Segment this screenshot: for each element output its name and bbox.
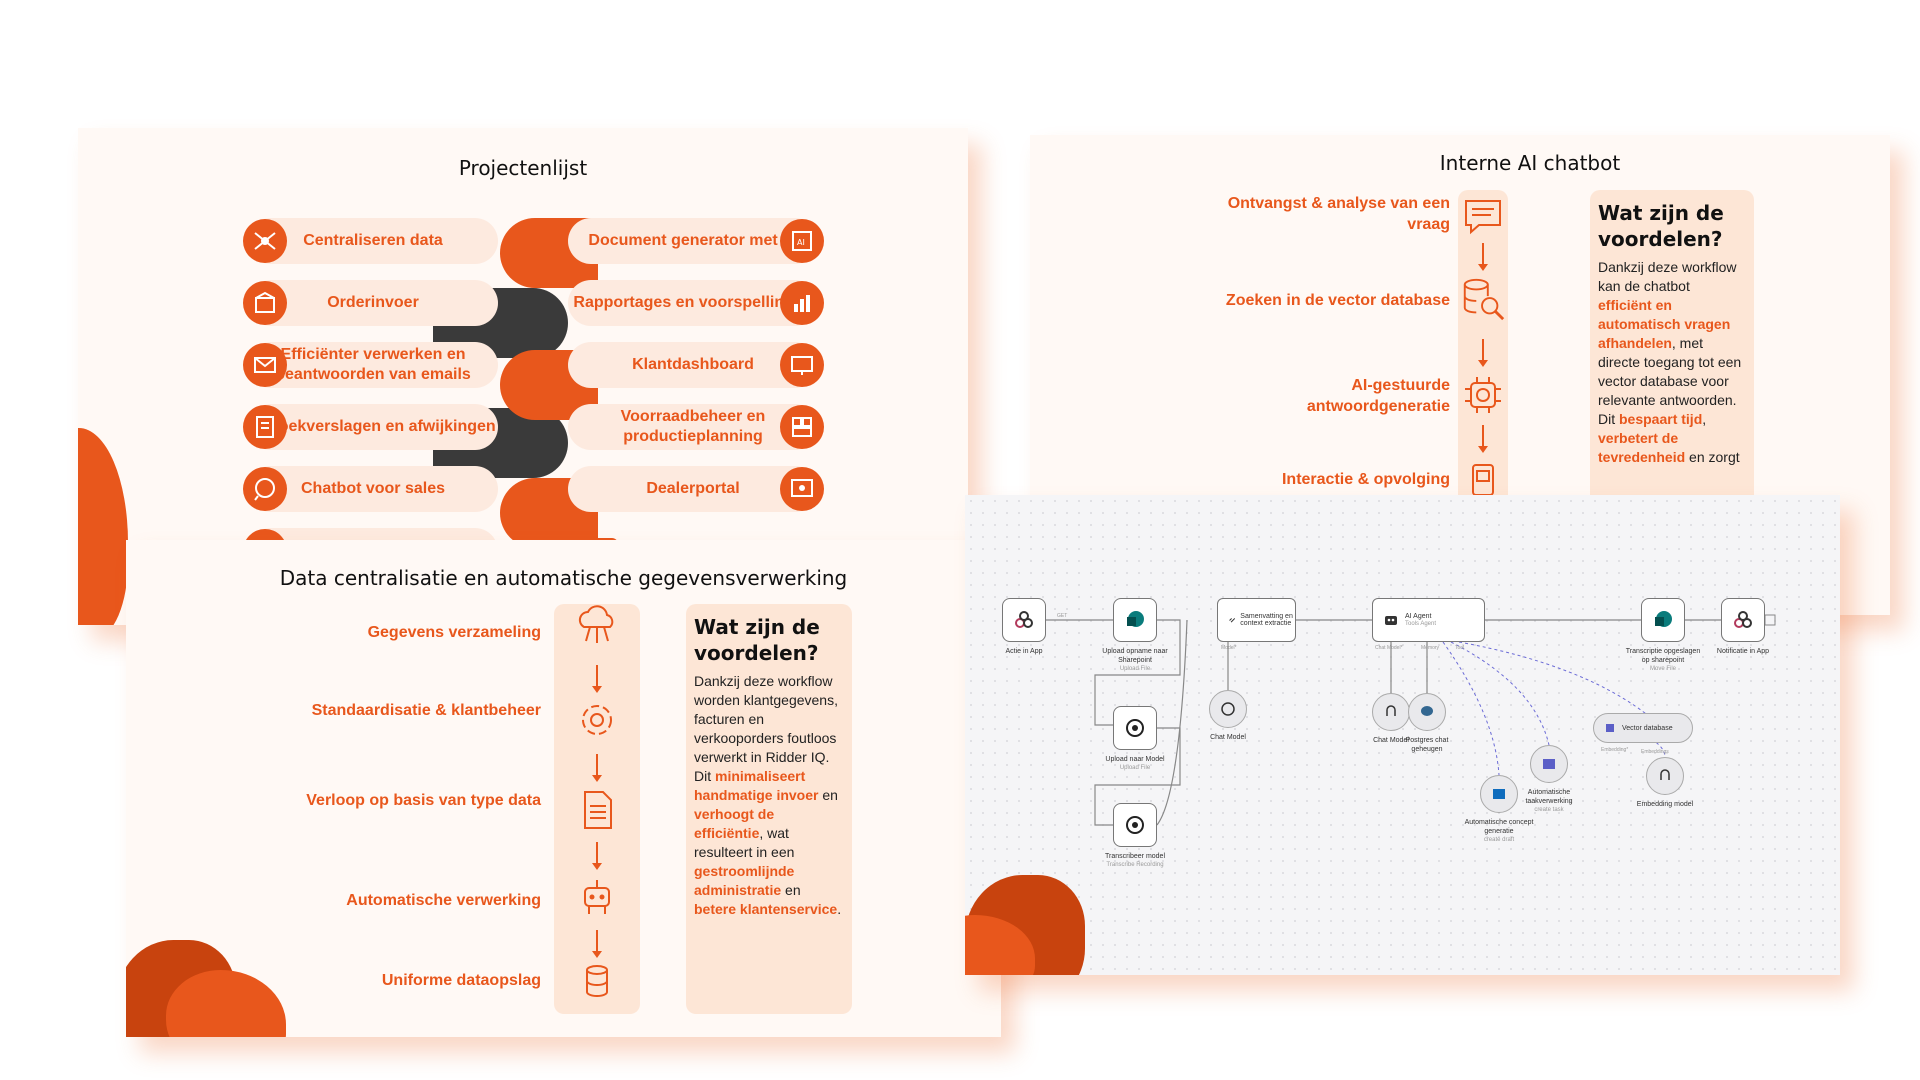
project-item-left: Efficiënter verwerken en beantwoorden va… bbox=[248, 342, 498, 388]
edge-label: GET bbox=[1057, 613, 1068, 619]
svg-text:AI: AI bbox=[797, 238, 805, 247]
project-item-right: Klantdashboard bbox=[568, 342, 818, 388]
datacentral-step-5: Uniforme dataopslag bbox=[381, 972, 541, 989]
workflow-node-vector-database[interactable]: Vector database bbox=[1593, 713, 1693, 743]
workflow-node-trigger[interactable] bbox=[1002, 598, 1046, 642]
workflow-node-chat-model-2[interactable] bbox=[1372, 693, 1410, 731]
workflow-node-label: Chat Model bbox=[1210, 734, 1246, 741]
datacentral-arrow bbox=[592, 754, 602, 782]
chatbot-step-4: Interactie & opvolging bbox=[1281, 471, 1450, 488]
report-icon bbox=[243, 405, 287, 449]
decor-blob bbox=[78, 428, 128, 625]
slide-data-centralisatie: Data centralisatie en automatische gegev… bbox=[126, 540, 1001, 1037]
workflow-node-upload-sharepoint[interactable] bbox=[1113, 598, 1157, 642]
project-item-left: Centraliseren data bbox=[248, 218, 498, 264]
dashboard-icon bbox=[780, 343, 824, 387]
chatbot-arrow bbox=[1478, 339, 1488, 367]
chart-icon bbox=[780, 281, 824, 325]
project-item-right: Document generator met AI bbox=[568, 218, 818, 264]
slide-projectenlijst: Projectenlijst Centraliseren data Orderi… bbox=[78, 128, 968, 625]
project-item-right: Voorraadbeheer en productieplanning bbox=[568, 404, 818, 450]
edge-label: Embeddings bbox=[1641, 749, 1669, 755]
database-search-icon bbox=[1459, 275, 1507, 323]
workflow-node-label: Chat Model bbox=[1373, 737, 1409, 744]
ai-chat-icon bbox=[243, 467, 287, 511]
document-icon bbox=[573, 786, 621, 834]
edge-label: Chat Model* bbox=[1375, 645, 1403, 651]
workflow-node-chat-model-1[interactable] bbox=[1209, 690, 1247, 728]
chatbot-step-2: Zoeken in de vector database bbox=[1225, 292, 1450, 309]
ai-brain-icon bbox=[1459, 371, 1507, 419]
settings-cycle-icon bbox=[573, 696, 621, 744]
workflow-node-upload-model[interactable] bbox=[1113, 706, 1157, 750]
workflow-connections bbox=[1046, 614, 1776, 826]
workflow-node-concept[interactable] bbox=[1480, 775, 1518, 813]
workflow-node-label: Postgres chat geheugen bbox=[1405, 737, 1449, 753]
network-icon bbox=[243, 219, 287, 263]
datacentral-title: Data centralisatie en automatische gegev… bbox=[279, 566, 848, 590]
chatbot-arrow bbox=[1478, 425, 1488, 453]
datacentral-arrow bbox=[592, 930, 602, 958]
ai-document-icon: AI bbox=[780, 219, 824, 263]
projects-title: Projectenlijst bbox=[458, 156, 588, 180]
datacentral-step-4: Automatische verwerking bbox=[346, 892, 541, 909]
chatbot-step-1: Ontvangst & analyse van een vraag bbox=[1227, 195, 1450, 233]
datacentral-step-3: Verloop op basis van type data bbox=[306, 792, 541, 809]
project-item-left: Bezoekverslagen en afwijkingen bbox=[248, 404, 498, 450]
workflow-node-label: Notificatie in App bbox=[1716, 648, 1770, 655]
datacentral-benefits-box: Wat zijn de voordelen? Dankzij deze work… bbox=[686, 604, 852, 1014]
workflow-node-transcript-sharepoint[interactable] bbox=[1641, 598, 1685, 642]
robot-icon bbox=[573, 874, 621, 922]
workflow-node-task[interactable] bbox=[1530, 745, 1568, 783]
datacentral-step-1: Gegevens verzameling bbox=[367, 624, 541, 641]
project-item-left: Chatbot voor sales bbox=[248, 466, 498, 512]
workflow-node-embedding[interactable] bbox=[1646, 757, 1684, 795]
chat-message-icon bbox=[1459, 193, 1507, 241]
edge-label: Memory bbox=[1421, 645, 1440, 651]
chatbot-benefits-text: Dankzij deze workflow kan de chatbot eff… bbox=[1598, 259, 1742, 465]
portal-icon bbox=[780, 467, 824, 511]
project-item-right: Rapportages en voorspellingen bbox=[568, 280, 818, 326]
chatbot-title: Interne AI chatbot bbox=[1439, 151, 1621, 175]
database-storage-icon bbox=[573, 958, 621, 1006]
workflow-node-label: Actie in App bbox=[1005, 648, 1043, 655]
datacentral-step-2: Standaardisatie & klantbeheer bbox=[311, 702, 541, 719]
edge-label: Model* bbox=[1221, 645, 1237, 651]
datacentral-benefits-title: Wat zijn de voordelen? bbox=[694, 615, 820, 665]
workflow-node-transcribe[interactable] bbox=[1113, 803, 1157, 847]
datacentral-arrow bbox=[592, 842, 602, 870]
chatbot-benefits-title: Wat zijn de voordelen? bbox=[1598, 201, 1724, 251]
datacentral-arrow bbox=[592, 665, 602, 693]
box-icon bbox=[243, 281, 287, 325]
workflow-node-label: Embedding model bbox=[1636, 801, 1694, 808]
project-item-right: Dealerportal bbox=[568, 466, 818, 512]
slide-workflow-canvas: Actie in App GET Upload opname naar Shar… bbox=[965, 495, 1840, 975]
project-item-left: Orderinvoer bbox=[248, 280, 498, 326]
workflow-node-notify[interactable] bbox=[1721, 598, 1765, 642]
email-icon bbox=[243, 343, 287, 387]
edge-label: Tool bbox=[1455, 645, 1465, 651]
chatbot-step-3: AI-gestuurde antwoordgeneratie bbox=[1306, 377, 1450, 415]
workflow-node-summary[interactable]: Samenvatting en context extractie bbox=[1217, 598, 1296, 642]
chatbot-arrow bbox=[1478, 243, 1488, 271]
edge-label: Embedding* bbox=[1601, 747, 1629, 753]
cloud-network-icon bbox=[573, 602, 621, 650]
inventory-icon bbox=[780, 405, 824, 449]
datacentral-benefits-text: Dankzij deze workflow worden klantgegeve… bbox=[694, 673, 842, 917]
workflow-node-postgres[interactable] bbox=[1408, 693, 1446, 731]
